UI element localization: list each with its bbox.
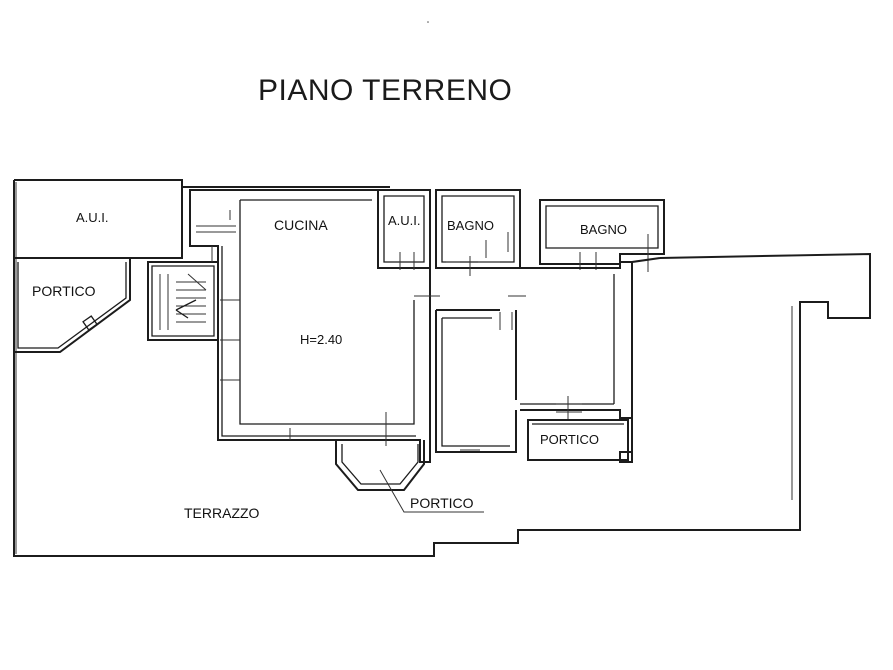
height-label: H=2.40 [300,332,342,347]
portico-column [82,315,98,331]
bagno1-label: BAGNO [447,218,494,233]
right-block [520,261,633,419]
aui-left-label: A.U.I. [76,210,109,225]
plan-title: PIANO TERRENO [258,74,512,107]
bagno2-room [539,199,665,265]
portico-bottom-leader [379,469,484,513]
bay-portico-inner [341,444,419,485]
portico-right-pillar [619,451,633,463]
bay-portico [335,440,425,491]
stair-arrow [175,299,197,319]
stair-enclosure [147,261,219,341]
aui-left-room [13,180,183,259]
cucina-openings [196,210,387,446]
terrazzo-label: TERRAZZO [184,505,260,521]
central-room-inner [441,317,510,447]
central-room [435,309,517,453]
portico-bottom-label: PORTICO [410,495,474,511]
stair-inner [151,265,215,337]
bagno2-inner [545,205,659,249]
aui-center-room [377,189,431,269]
portico-left-label: PORTICO [32,283,96,299]
scan-speck [427,21,429,23]
cucina-wall-double [221,246,416,437]
bagno1-doors [446,232,509,276]
right-block-marks [556,396,582,420]
bagno2-label: BAGNO [580,222,627,237]
aui-center-inner [383,195,425,263]
cucina-inner-wall [239,199,415,425]
corridor-marks [414,295,526,451]
east-wall [631,257,661,452]
portico-left-inner [17,262,127,349]
portico-right-room [527,419,629,461]
terrace-inner-edge [15,182,793,554]
stair-treads [159,273,207,330]
cucina-label: CUCINA [274,217,328,233]
aui-center-door [399,252,415,270]
right-block-inner [520,274,615,405]
portico-right-label: PORTICO [540,432,599,447]
portico-left-room [13,258,131,353]
aui-center-label: A.U.I. [388,213,421,228]
bagno1-inner [441,195,515,263]
